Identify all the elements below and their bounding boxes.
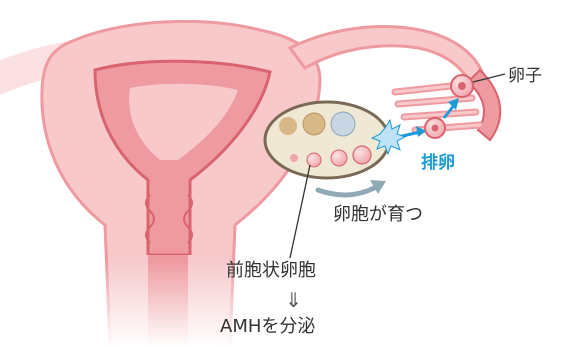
growth-arrow <box>318 186 378 195</box>
egg-label: 卵子 <box>508 68 542 85</box>
preantral-pointer <box>290 165 310 258</box>
preantral-follicle-label: 前胞状卵胞 <box>226 262 316 280</box>
down-arrow-icon: ⇓ <box>285 290 302 310</box>
follicle-growth-label: 卵胞が育つ <box>333 206 423 224</box>
ovulation-label: 排卵 <box>421 155 455 172</box>
fimbriae <box>468 70 500 140</box>
ovary <box>265 102 389 178</box>
amh-secretion-label: AMHを分泌 <box>220 318 315 336</box>
